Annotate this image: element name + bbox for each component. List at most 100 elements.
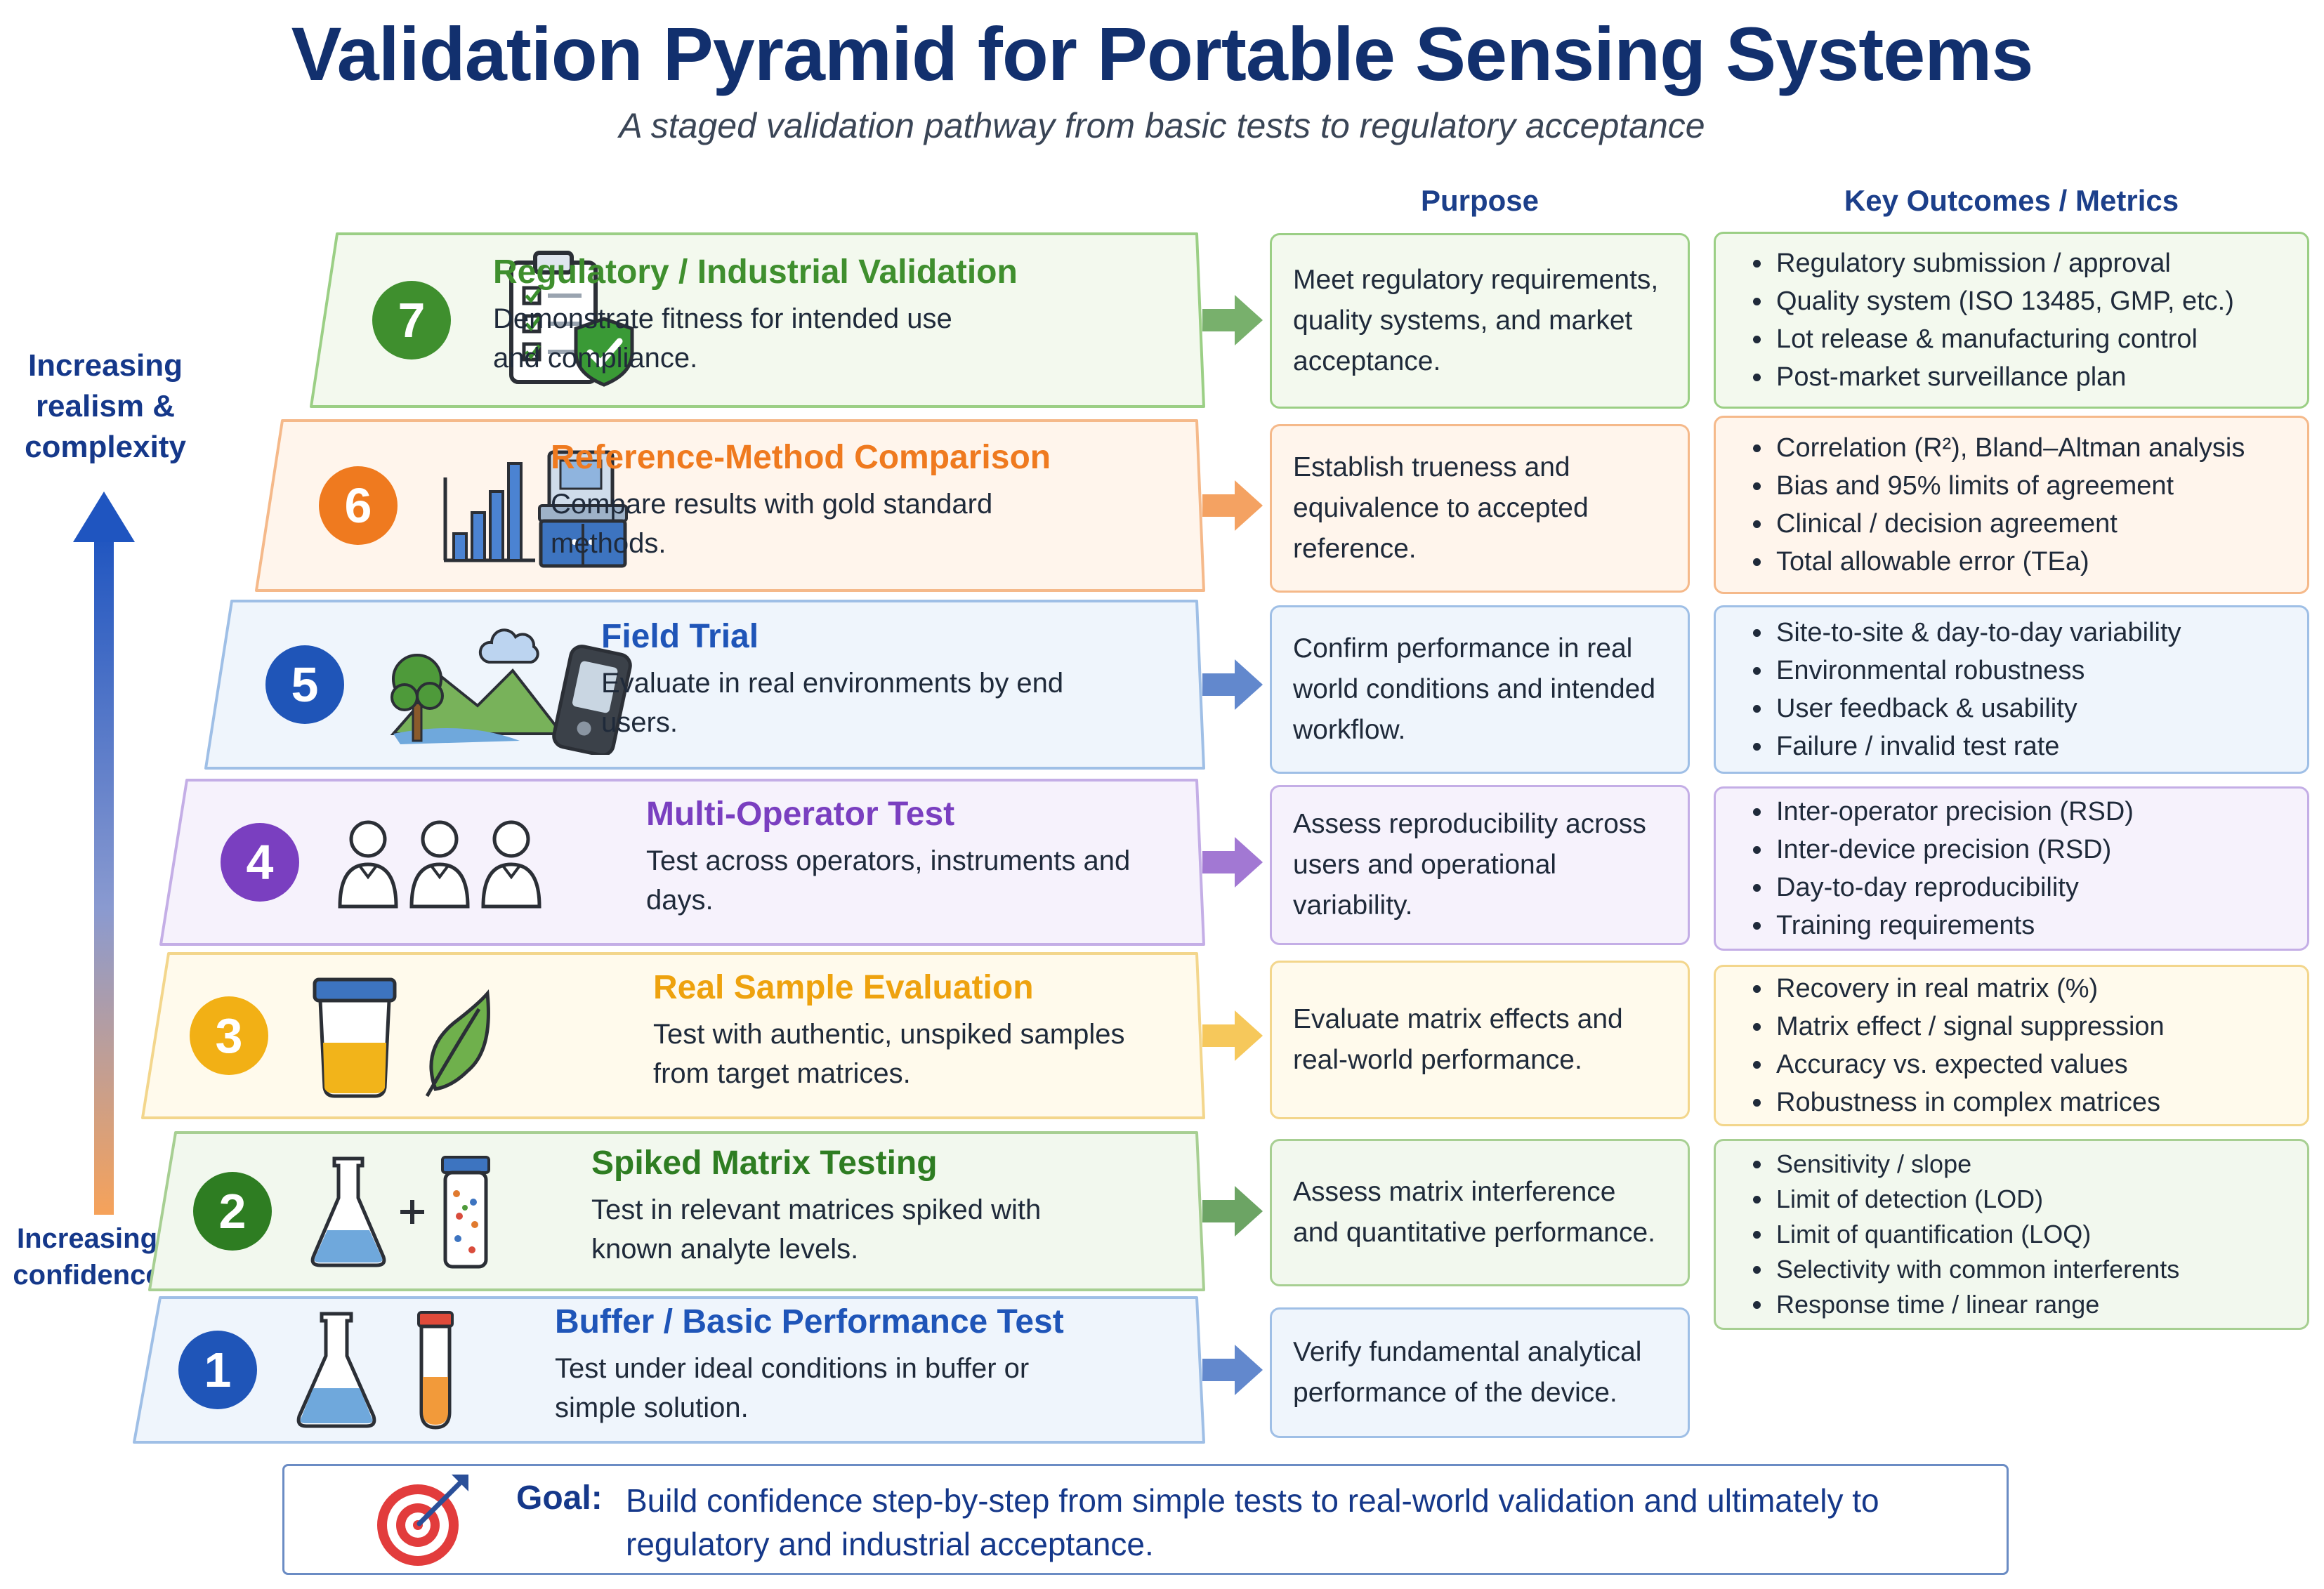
tier-description: Test in relevant matrices spiked with kn… (591, 1194, 1042, 1265)
tier-number-badge: 1 (178, 1331, 257, 1409)
metric-item: Failure / invalid test rate (1773, 727, 2181, 765)
metrics-column-header: Key Outcomes / Metrics (1844, 184, 2179, 217)
metrics-box: Inter-operator precision (RSD)Inter-devi… (1714, 786, 2309, 951)
goal-box: Goal: Build confidence step-by-step from… (282, 1464, 2009, 1575)
side-label-line: realism & (35, 389, 176, 423)
right-arrow-icon (1202, 480, 1263, 531)
metrics-list: Sensitivity / slopeLimit of detection (L… (1745, 1147, 2179, 1322)
tier-title: Real Sample Evaluation (653, 969, 1034, 1006)
metrics-list: Correlation (R²), Bland–Altman analysisB… (1745, 429, 2245, 581)
three-users-icon (334, 810, 545, 918)
tier-number-badge: 6 (319, 466, 398, 545)
metric-item: Selectivity with common interferents (1773, 1252, 2179, 1287)
purpose-column-header: Purpose (1420, 184, 1540, 217)
metrics-box: Regulatory submission / approvalQuality … (1714, 232, 2309, 409)
clipboard-shield-icon (492, 243, 646, 401)
metric-item: Regulatory submission / approval (1773, 244, 2234, 282)
side-label-line: complexity (25, 430, 186, 464)
purpose-text: Confirm performance in real world condit… (1293, 633, 1656, 745)
tier-description: Test with authentic, unspiked samples fr… (653, 1019, 1125, 1089)
purpose-text: Establish trueness and equivalence to ac… (1293, 452, 1589, 564)
metric-item: Day-to-day reproducibility (1773, 869, 2134, 906)
tier-description: Test across operators, instruments and d… (646, 845, 1131, 916)
landscape-device-icon (379, 614, 632, 758)
metrics-box: Recovery in real matrix (%)Matrix effect… (1714, 965, 2309, 1126)
goal-text: Build confidence step-by-step from simpl… (626, 1482, 1879, 1562)
purpose-box: Confirm performance in real world condit… (1270, 605, 1690, 774)
tier-title: Field Trial (601, 618, 759, 655)
metric-item: Lot release & manufacturing control (1773, 320, 2234, 358)
metric-item: Accuracy vs. expected values (1773, 1046, 2165, 1083)
goal-label: Goal: (516, 1479, 603, 1517)
side-label-realism: Increasing realism & complexity (7, 345, 204, 468)
tier-title: Buffer / Basic Performance Test (555, 1303, 1064, 1340)
tier-band (141, 952, 1205, 1119)
purpose-box: Assess matrix interference and quantitat… (1270, 1139, 1690, 1286)
tier-title: Spiked Matrix Testing (591, 1145, 938, 1182)
tier-description: Compare results with gold standard metho… (551, 489, 993, 559)
right-arrow-icon (1202, 1186, 1263, 1237)
metric-item: Post-market surveillance plan (1773, 358, 2234, 396)
metric-item: Recovery in real matrix (%) (1773, 970, 2165, 1008)
up-arrow-icon (73, 492, 135, 1215)
right-arrow-icon (1202, 837, 1263, 888)
purpose-text: Evaluate matrix effects and real-world p… (1293, 1004, 1623, 1075)
metrics-list: Site-to-site & day-to-day variabilityEnv… (1745, 614, 2181, 765)
metric-item: Total allowable error (TEa) (1773, 543, 2245, 581)
right-arrow-icon (1202, 659, 1263, 710)
metrics-box: Sensitivity / slopeLimit of detection (L… (1714, 1139, 2309, 1330)
metric-item: Limit of detection (LOD) (1773, 1182, 2179, 1217)
target-icon (377, 1475, 468, 1566)
metrics-list: Regulatory submission / approvalQuality … (1745, 244, 2234, 396)
tier-number-badge: 3 (190, 996, 268, 1075)
page-subtitle: A staged validation pathway from basic t… (619, 106, 1705, 145)
right-arrow-icon (1202, 1010, 1263, 1061)
tier-title: Regulatory / Industrial Validation (493, 253, 1018, 291)
metric-item: Environmental robustness (1773, 652, 2181, 690)
metric-item: Correlation (R²), Bland–Altman analysis (1773, 429, 2245, 467)
purpose-box: Establish trueness and equivalence to ac… (1270, 424, 1690, 593)
tier-band (148, 1131, 1205, 1291)
metric-item: Site-to-site & day-to-day variability (1773, 614, 2181, 652)
metrics-list: Recovery in real matrix (%)Matrix effect… (1745, 970, 2165, 1121)
metrics-box: Correlation (R²), Bland–Altman analysisB… (1714, 416, 2309, 594)
tier-description: Evaluate in real environments by end use… (601, 668, 1064, 738)
metric-item: Inter-operator precision (RSD) (1773, 793, 2134, 831)
metric-item: Clinical / decision agreement (1773, 505, 2245, 543)
right-arrow-icon (1202, 295, 1263, 345)
side-label-confidence: Increasing confidence (3, 1220, 171, 1293)
metrics-list: Inter-operator precision (RSD)Inter-devi… (1745, 793, 2134, 944)
purpose-box: Meet regulatory requirements, quality sy… (1270, 233, 1690, 409)
metrics-box: Site-to-site & day-to-day variabilityEnv… (1714, 605, 2309, 774)
flask-plus-vial-icon (309, 1152, 506, 1274)
purpose-box: Verify fundamental analytical performanc… (1270, 1307, 1690, 1438)
metric-item: Response time / linear range (1773, 1287, 2179, 1322)
tier-title: Reference-Method Comparison (551, 439, 1051, 476)
tier-number-badge: 5 (265, 645, 344, 724)
tier-description: Demonstrate fitness for intended use and… (493, 303, 952, 374)
right-arrow-icon (1202, 1345, 1263, 1395)
tier-description: Test under ideal conditions in buffer or… (555, 1353, 1030, 1423)
tier-number-badge: 7 (372, 281, 451, 360)
metric-item: Matrix effect / signal suppression (1773, 1008, 2165, 1046)
metric-item: Inter-device precision (RSD) (1773, 831, 2134, 869)
side-label-line: confidence (13, 1260, 162, 1291)
metric-item: Sensitivity / slope (1773, 1147, 2179, 1182)
sample-jar-leaf-icon (302, 972, 499, 1102)
tier-band (133, 1296, 1205, 1444)
tier-number-badge: 4 (221, 823, 299, 902)
purpose-box: Assess reproducibility across users and … (1270, 785, 1690, 945)
tier-title: Multi-Operator Test (646, 796, 955, 833)
bar-chart-analyzer-icon (430, 435, 641, 579)
purpose-text: Assess matrix interference and quantitat… (1293, 1177, 1655, 1248)
purpose-box: Evaluate matrix effects and real-world p… (1270, 961, 1690, 1119)
side-label-line: Increasing (27, 348, 183, 383)
side-label-line: Increasing (16, 1223, 158, 1254)
metric-item: Bias and 95% limits of agreement (1773, 467, 2245, 505)
page-title: Validation Pyramid for Portable Sensing … (291, 11, 2034, 96)
